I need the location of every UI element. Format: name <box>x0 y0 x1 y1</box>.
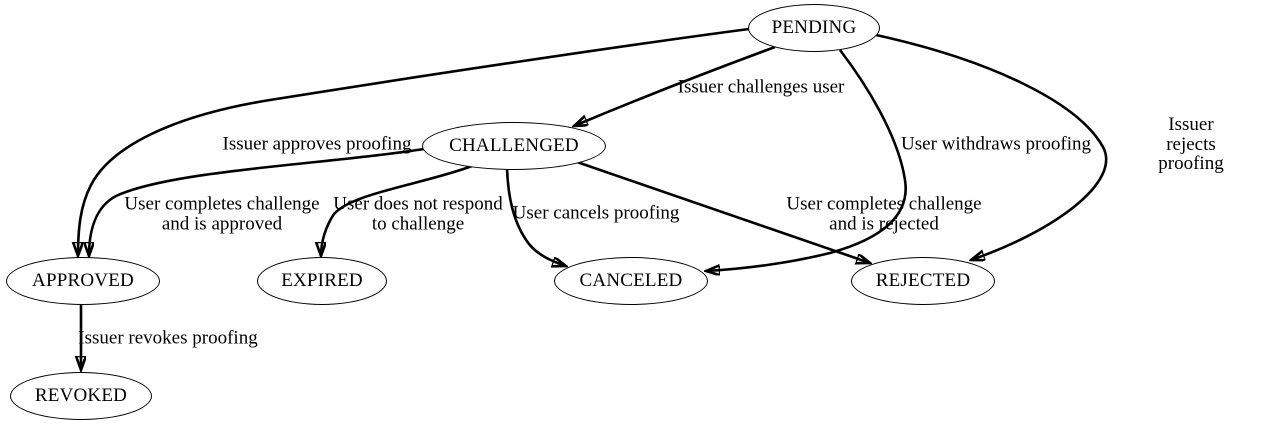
state-node-rejected: REJECTED <box>851 257 995 305</box>
edge-label-user-completes-challenge-rejected: User completes challenge and is rejected <box>786 193 982 234</box>
state-node-expired: EXPIRED <box>257 257 387 305</box>
state-label-approved: APPROVED <box>32 270 134 291</box>
edge-label-user-does-not-respond: User does not respond to challenge <box>333 193 503 234</box>
edge-label-user-withdraws-proofing: User withdraws proofing <box>901 133 1091 155</box>
edge-pending-canceled <box>706 49 907 271</box>
state-label-rejected: REJECTED <box>875 270 971 291</box>
state-label-expired: EXPIRED <box>281 270 363 291</box>
state-node-pending: PENDING <box>748 4 880 52</box>
edge-pending-challenged <box>574 45 776 126</box>
edge-label-issuer-rejects-proofing: Issuer rejects proofing <box>1158 113 1224 174</box>
edge-label-issuer-approves-proofing: Issuer approves proofing <box>222 133 412 155</box>
edge-pending-approved <box>78 27 750 256</box>
state-label-revoked: REVOKED <box>34 385 128 406</box>
edge-challenged-rejected <box>576 160 870 263</box>
state-node-canceled: CANCELED <box>554 257 708 305</box>
edge-label-user-cancels-proofing: User cancels proofing <box>512 202 680 224</box>
state-label-pending: PENDING <box>771 17 857 38</box>
edge-challenged-approved <box>89 147 425 256</box>
edge-challenged-canceled <box>505 167 566 266</box>
state-node-approved: APPROVED <box>6 257 160 305</box>
state-node-challenged: CHALLENGED <box>422 122 606 170</box>
state-node-revoked: REVOKED <box>10 372 152 420</box>
state-label-canceled: CANCELED <box>579 270 683 291</box>
state-label-challenged: CHALLENGED <box>449 135 579 156</box>
edge-label-issuer-revokes-proofing: Issuer revokes proofing <box>78 327 258 349</box>
edge-challenged-expired <box>321 164 473 256</box>
edge-pending-rejected <box>875 33 1108 260</box>
edge-label-user-completes-challenge-approved: User completes challenge and is approved <box>124 193 320 234</box>
edge-label-issuer-challenges-user: Issuer challenges user <box>677 76 845 98</box>
